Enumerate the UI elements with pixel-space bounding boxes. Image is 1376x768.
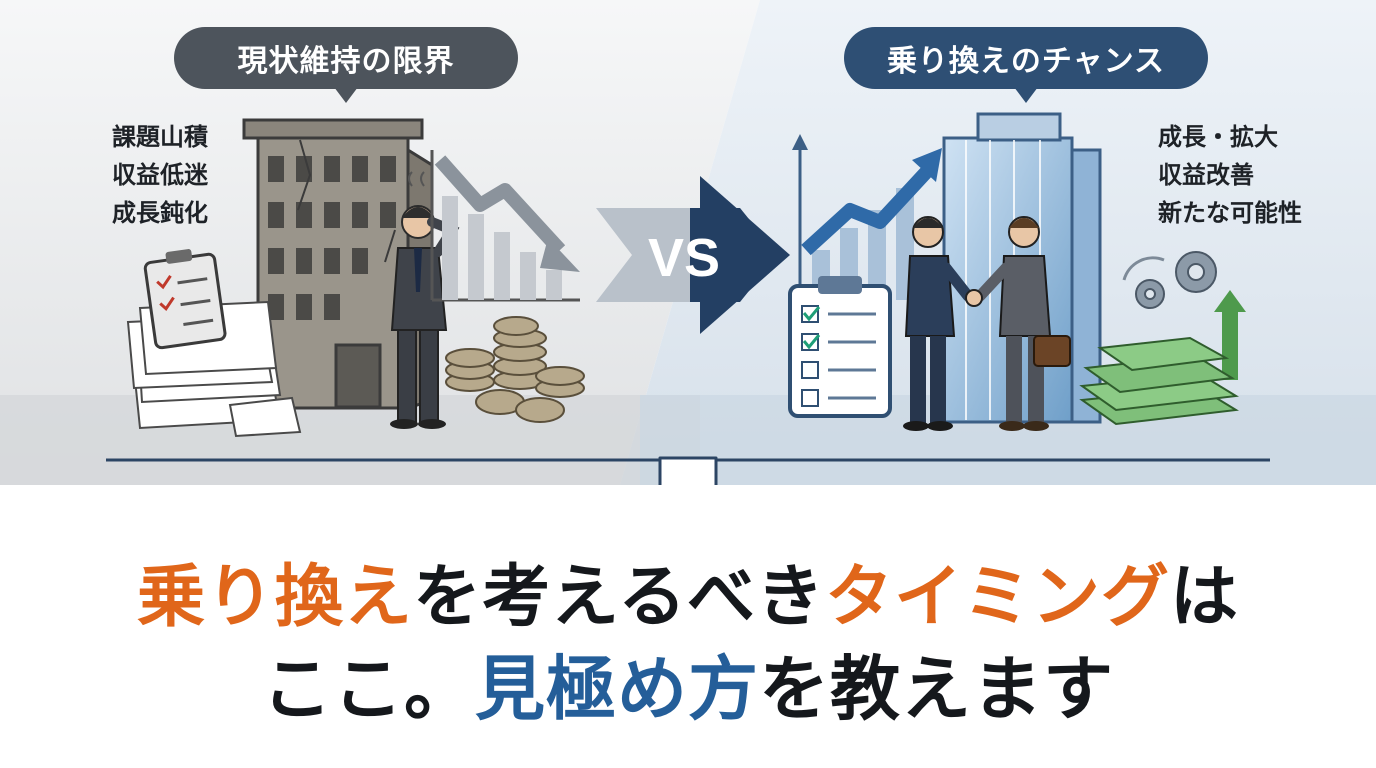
money-stack-icon — [1079, 290, 1246, 426]
left-keyword: 成長鈍化 — [112, 199, 208, 227]
left-keyword: 収益低迷 — [112, 161, 208, 189]
right-title-bubble: 乗り換えのチャンス — [844, 27, 1208, 103]
right-title: 乗り換えのチャンス — [886, 44, 1166, 79]
headline-line-1: 乗り換えを考えるべきタイミングは — [0, 556, 1376, 640]
clipboard-left-icon — [143, 249, 227, 350]
rising-chart-icon — [792, 134, 942, 300]
left-keyword-list: 課題山積 収益低迷 成長鈍化 — [112, 118, 208, 232]
comparison-illustration: VS — [0, 0, 1376, 485]
left-keyword: 課題山積 — [112, 123, 208, 151]
headline-line-2: ここ。見極め方を教えます — [0, 646, 1376, 732]
section-divider — [106, 456, 1270, 485]
declining-chart-icon — [430, 150, 580, 302]
left-title-bubble: 現状維持の限界 — [174, 27, 518, 103]
coin-stack-icon — [445, 316, 585, 423]
clipboard-right-icon — [788, 276, 892, 418]
right-keyword: 新たな可能性 — [1158, 199, 1302, 227]
handshake-businessmen-icon — [903, 216, 1071, 431]
headline-segment: を教えます — [759, 648, 1114, 730]
refresh-arrow-icon — [1122, 256, 1165, 281]
headline-segment: タイミング — [824, 558, 1170, 637]
right-keyword: 成長・拡大 — [1158, 123, 1278, 151]
headline-segment: 見極め方 — [475, 648, 759, 730]
right-keyword: 収益改善 — [1158, 161, 1254, 189]
headline-segment: を考えるべき — [413, 558, 825, 637]
headline-segment: は — [1169, 558, 1239, 637]
vs-arrow-icon: VS — [596, 176, 790, 334]
right-keyword-list: 成長・拡大 収益改善 新たな可能性 — [1158, 118, 1302, 232]
down-arrow-icon — [658, 456, 718, 485]
vs-label: VS — [648, 228, 720, 288]
left-title: 現状維持の限界 — [237, 44, 455, 79]
headline-segment: ここ。 — [262, 648, 475, 730]
gear-icon — [1135, 251, 1217, 309]
headline-segment: 乗り換え — [136, 558, 413, 637]
